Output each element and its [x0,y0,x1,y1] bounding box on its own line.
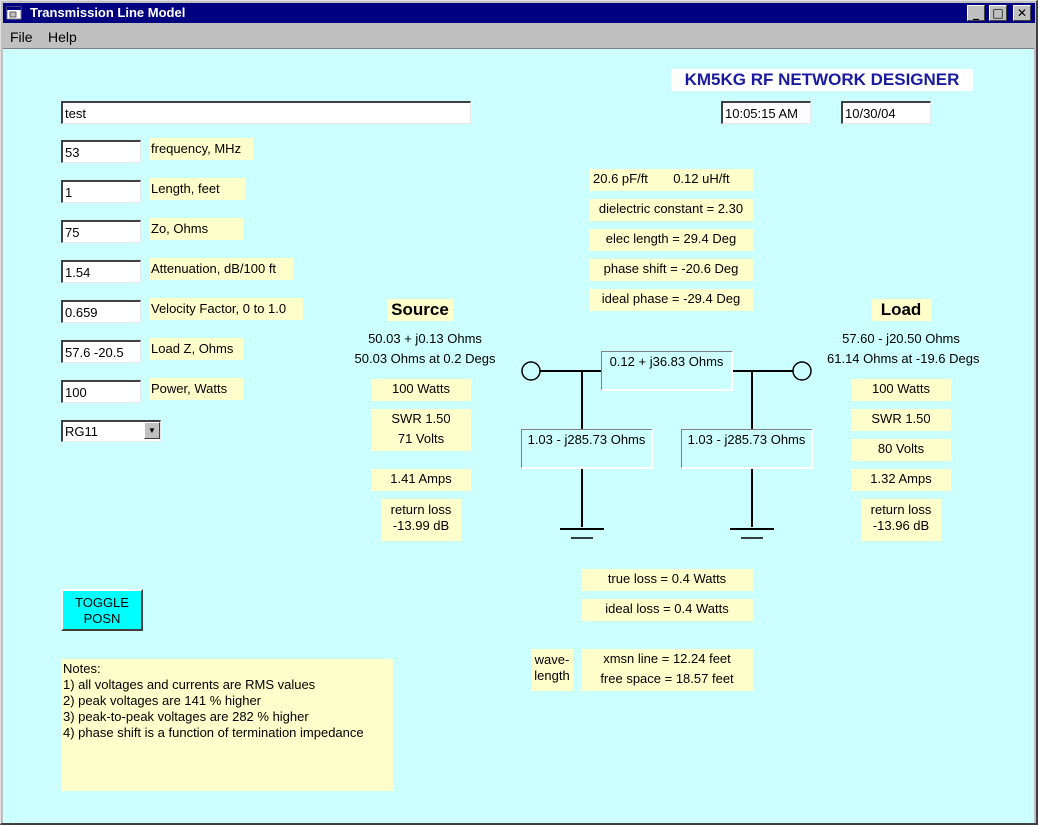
menu-help[interactable]: Help [48,29,77,45]
velocity-factor-input[interactable]: 0.659 [61,300,141,323]
toggle-button-line1: TOGGLE [75,595,129,610]
source-header: Source [387,299,453,321]
phase-shift: phase shift = -20.6 Deg [589,259,753,281]
ground-right-icon [730,528,774,539]
source-z-polar: 50.03 Ohms at 0.2 Degs [354,351,496,366]
elec-length: elec length = 29.4 Deg [589,229,753,251]
source-terminal-icon [521,361,541,381]
ground-left-icon [560,528,604,539]
load-z-label: Load Z, Ohms [149,338,243,360]
frequency-input[interactable]: 53 [61,140,141,163]
wavelength-label: wave- length [531,649,573,691]
ideal-loss: ideal loss = 0.4 Watts [581,599,753,621]
notes-title: Notes: [63,661,101,676]
time-field[interactable]: 10:05:15 AM [721,101,811,124]
source-z-rect: 50.03 + j0.13 Ohms [368,331,482,346]
client-area: KM5KG RF NETWORK DESIGNER test 10:05:15 … [3,48,1034,823]
source-watts: 100 Watts [371,379,471,401]
close-button[interactable]: ✕ [1013,5,1031,21]
load-return-loss-label: return loss [870,502,932,517]
minimize-button[interactable]: _ [967,5,985,21]
wavelength-values: xmsn line = 12.24 feet free space = 18.5… [581,649,753,691]
menu-bar: File Help [3,25,1035,47]
frequency-label: frequency, MHz [149,138,253,160]
source-amps: 1.41 Amps [371,469,471,491]
load-z-rect: 57.60 - j20.50 Ohms [842,331,960,346]
true-loss: true loss = 0.4 Watts [581,569,753,591]
velocity-factor-label: Velocity Factor, 0 to 1.0 [149,298,303,320]
source-swr-volts: SWR 1.50 71 Volts [371,409,471,451]
source-return-loss-value: -13.99 dB [392,518,450,533]
source-swr: SWR 1.50 [391,411,451,426]
dielectric-constant: dielectric constant = 2.30 [589,199,753,221]
series-impedance: 0.12 + j36.83 Ohms [601,351,733,391]
load-z-polar: 61.14 Ohms at -19.6 Degs [827,351,980,366]
note-item: 2) peak voltages are 141 % higher [63,693,262,708]
date-field[interactable]: 10/30/04 [841,101,931,124]
attenuation-input[interactable]: 1.54 [61,260,141,283]
load-watts: 100 Watts [851,379,951,401]
cable-type-select[interactable]: RG11 ▼ [61,420,161,442]
ideal-phase: ideal phase = -29.4 Deg [589,289,753,311]
source-return-loss-label: return loss [390,502,452,517]
title-bar[interactable]: Transmission Line Model _ □ ✕ [3,3,1035,23]
free-space-wavelength: free space = 18.57 feet [600,671,734,686]
load-swr: SWR 1.50 [851,409,951,431]
app-banner: KM5KG RF NETWORK DESIGNER [671,69,973,91]
zo-label: Zo, Ohms [149,218,243,240]
menu-file[interactable]: File [10,29,33,45]
wavelength-label-line1: wave- [534,652,570,667]
source-volts: 71 Volts [397,431,445,446]
source-return-loss: return loss -13.99 dB [381,499,461,541]
window-title: Transmission Line Model [30,5,186,20]
wavelength-label-line2: length [534,668,570,683]
network-schematic [521,361,812,539]
load-amps: 1.32 Amps [851,469,951,491]
notes-panel: Notes: 1) all voltages and currents are … [61,659,393,791]
power-input[interactable]: 100 [61,380,141,403]
power-label: Power, Watts [149,378,243,400]
attenuation-label: Attenuation, dB/100 ft [149,258,293,280]
cable-type-value: RG11 [65,424,98,439]
app-icon [6,6,22,20]
chevron-down-icon[interactable]: ▼ [144,422,160,439]
load-return-loss-value: -13.96 dB [872,518,930,533]
note-item: 4) phase shift is a function of terminat… [63,725,364,740]
load-volts: 80 Volts [851,439,951,461]
length-input[interactable]: 1 [61,180,141,203]
maximize-button[interactable]: □ [989,5,1007,21]
load-header: Load [871,299,931,321]
load-terminal-icon [792,361,812,381]
note-item: 3) peak-to-peak voltages are 282 % highe… [63,709,309,724]
load-z-input[interactable]: 57.6 -20.5 [61,340,141,363]
shunt-impedance-left: 1.03 - j285.73 Ohms [521,429,653,469]
xmsn-line-wavelength: xmsn line = 12.24 feet [603,651,731,666]
project-name-input[interactable]: test [61,101,471,124]
length-label: Length, feet [149,178,245,200]
toggle-button-line2: POSN [83,611,121,626]
load-return-loss: return loss -13.96 dB [861,499,941,541]
capacitance-inductance: 20.6 pF/ft 0.12 uH/ft [589,169,753,191]
shunt-impedance-right: 1.03 - j285.73 Ohms [681,429,813,469]
note-item: 1) all voltages and currents are RMS val… [63,677,316,692]
zo-input[interactable]: 75 [61,220,141,243]
toggle-posn-button[interactable]: TOGGLE POSN [61,589,143,631]
